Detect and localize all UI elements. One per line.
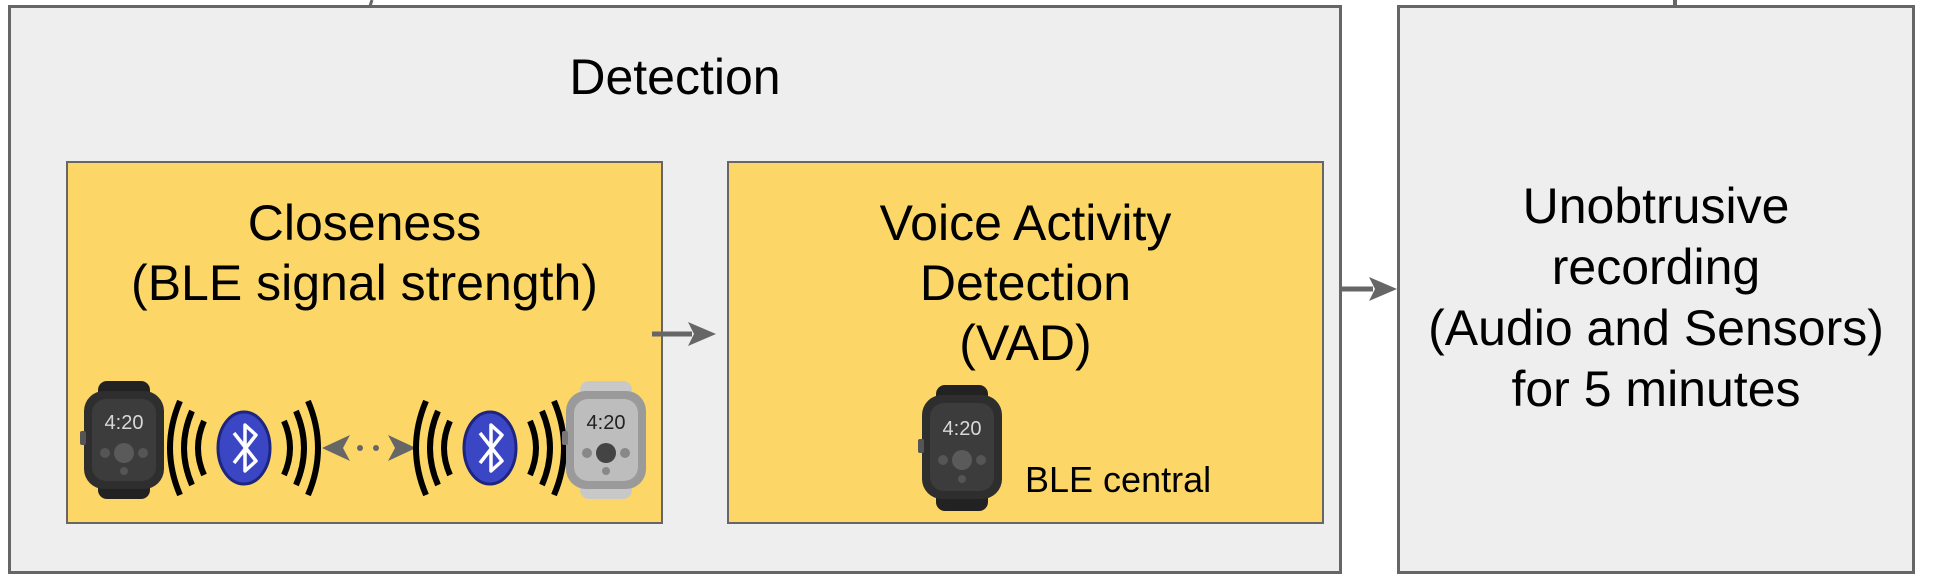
vad-illustration: 4:20 [918,385,1002,511]
vad-card: Voice Activity Detection (VAD) 4:20 BLE … [727,161,1324,524]
recording-line-1: Unobtrusive [1522,178,1790,234]
bluetooth-icon [413,399,567,497]
watch-time-text: 4:20 [587,412,626,434]
closeness-title-line-1: Closeness [247,195,482,251]
vad-title-line-2: Detection [919,255,1132,311]
detection-title: Detection [569,49,781,105]
vad-title-line-3: (VAD) [959,315,1092,371]
arrow-detection-to-recording [1342,277,1397,301]
recording-panel: Unobtrusive recording (Audio and Sensors… [1397,5,1915,574]
closeness-title-line-2: (BLE signal strength) [131,255,598,311]
light-watch-icon: 4:20 [562,381,646,499]
ble-central-label: BLE central [1025,459,1212,500]
detection-panel: Detection Closeness (BLE signal strength… [8,5,1342,574]
closeness-card: Closeness (BLE signal strength) 4:20 [66,161,663,524]
closeness-illustration: 4:20 [80,381,646,499]
vad-title: Voice Activity Detection (VAD) [729,193,1322,373]
recording-text: Unobtrusive recording (Audio and Sensors… [1400,176,1912,420]
vad-title-line-1: Voice Activity [879,195,1172,251]
arrow-closeness-to-vad [652,322,716,346]
bluetooth-icon [167,399,321,497]
watch-time-text: 4:20 [105,412,144,434]
recording-line-2: recording [1551,239,1761,295]
double-arrow-icon [322,435,416,461]
watch-time-text: 4:20 [943,418,982,440]
recording-line-3: (Audio and Sensors) [1428,300,1884,356]
closeness-title: Closeness (BLE signal strength) [68,193,661,313]
recording-line-4: for 5 minutes [1511,361,1801,417]
dark-watch-icon: 4:20 [80,381,164,499]
dark-watch-icon: 4:20 [918,385,1002,511]
